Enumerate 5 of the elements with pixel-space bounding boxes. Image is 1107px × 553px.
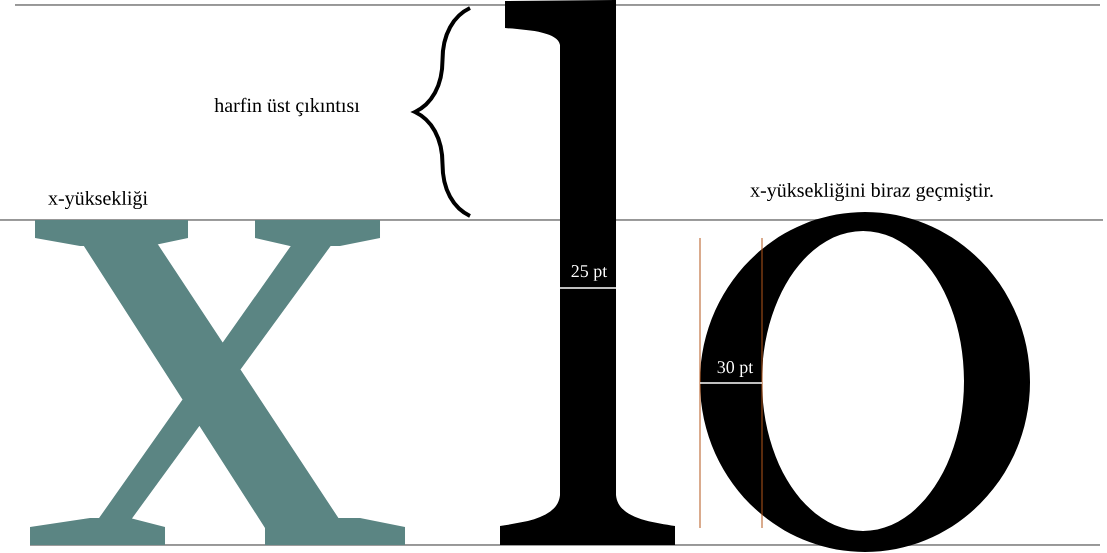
measure-label: 25 pt [571, 265, 608, 281]
annotation-text: x-yüksekliği [48, 190, 148, 210]
measure-label: 30 pt [717, 361, 754, 377]
annotation-text: x-yüksekliğini biraz geçmiştir. [750, 182, 993, 202]
annotation-text: harfin üst çıkıntısı [214, 97, 360, 117]
